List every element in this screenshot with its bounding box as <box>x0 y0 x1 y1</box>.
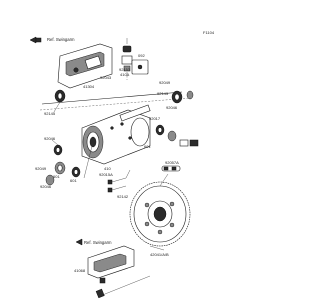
callout-42041: 42041/A/B <box>150 252 169 257</box>
callout-92145: 92145 <box>44 111 56 116</box>
hub-spacer <box>119 104 151 122</box>
callout-92057A: 92057A <box>165 160 179 165</box>
ref-arrow-icon-bottom <box>75 238 83 246</box>
axle-nut-upper <box>121 38 133 80</box>
callout-92015A: 92015A <box>99 172 113 177</box>
callout-92017: 92017 <box>149 116 161 121</box>
callout-92142: 92142 <box>117 194 129 199</box>
callout-410A: 410A <box>120 72 130 77</box>
callout-601-a: 601 <box>70 178 77 183</box>
ref-swingarm-bottom-label: Ref. Swingarm <box>84 240 112 245</box>
callout-labels: 92153 410A 092 92043 92049 92145 41304 9… <box>35 53 179 273</box>
bearing-right <box>171 90 194 104</box>
ref-swingarm-bottom: Ref. Swingarm <box>75 238 112 246</box>
callout-92049-a: 92049 <box>159 80 171 85</box>
chain-adjuster-lower <box>87 245 135 284</box>
diagram-code: F1104 <box>203 30 215 35</box>
rear-axle <box>39 91 191 111</box>
callout-92143: 92143 <box>157 91 169 96</box>
adjuster-plate <box>131 59 149 75</box>
callout-92153: 92153 <box>119 67 131 72</box>
callout-41304: 41304 <box>83 84 95 89</box>
ref-swingarm-top: Ref. Swingarm <box>29 36 75 44</box>
ref-arrow-icon <box>29 36 37 44</box>
callout-92043: 92043 <box>100 75 112 80</box>
callout-092: 092 <box>138 53 145 58</box>
axle-bolt-lower <box>95 275 151 299</box>
sprocket-studs <box>107 177 127 193</box>
ref-swingarm-top-label: Ref. Swingarm <box>47 37 75 42</box>
callout-601-b: 601 <box>53 174 60 179</box>
rear-hub <box>81 109 151 165</box>
collar-left-upper <box>54 89 66 103</box>
callout-92046-c: 92046 <box>40 184 52 189</box>
chain-adjuster-upper <box>57 43 113 89</box>
callout-41068: 41068 <box>74 268 86 273</box>
rear-sprocket <box>129 181 191 247</box>
callout-92046-b: 92046 <box>44 136 56 141</box>
callout-410: 410 <box>104 166 111 171</box>
left-seals <box>45 144 81 186</box>
leader-lines <box>51 101 169 251</box>
callout-92046: 92046 <box>166 105 178 110</box>
callout-92049-b: 92049 <box>35 166 47 171</box>
parts-diagram: F1104 Ref. Swingarm <box>29 30 215 299</box>
callout-601-c: 601 <box>144 144 151 149</box>
right-seals <box>155 124 199 147</box>
chain-joint <box>161 165 181 172</box>
